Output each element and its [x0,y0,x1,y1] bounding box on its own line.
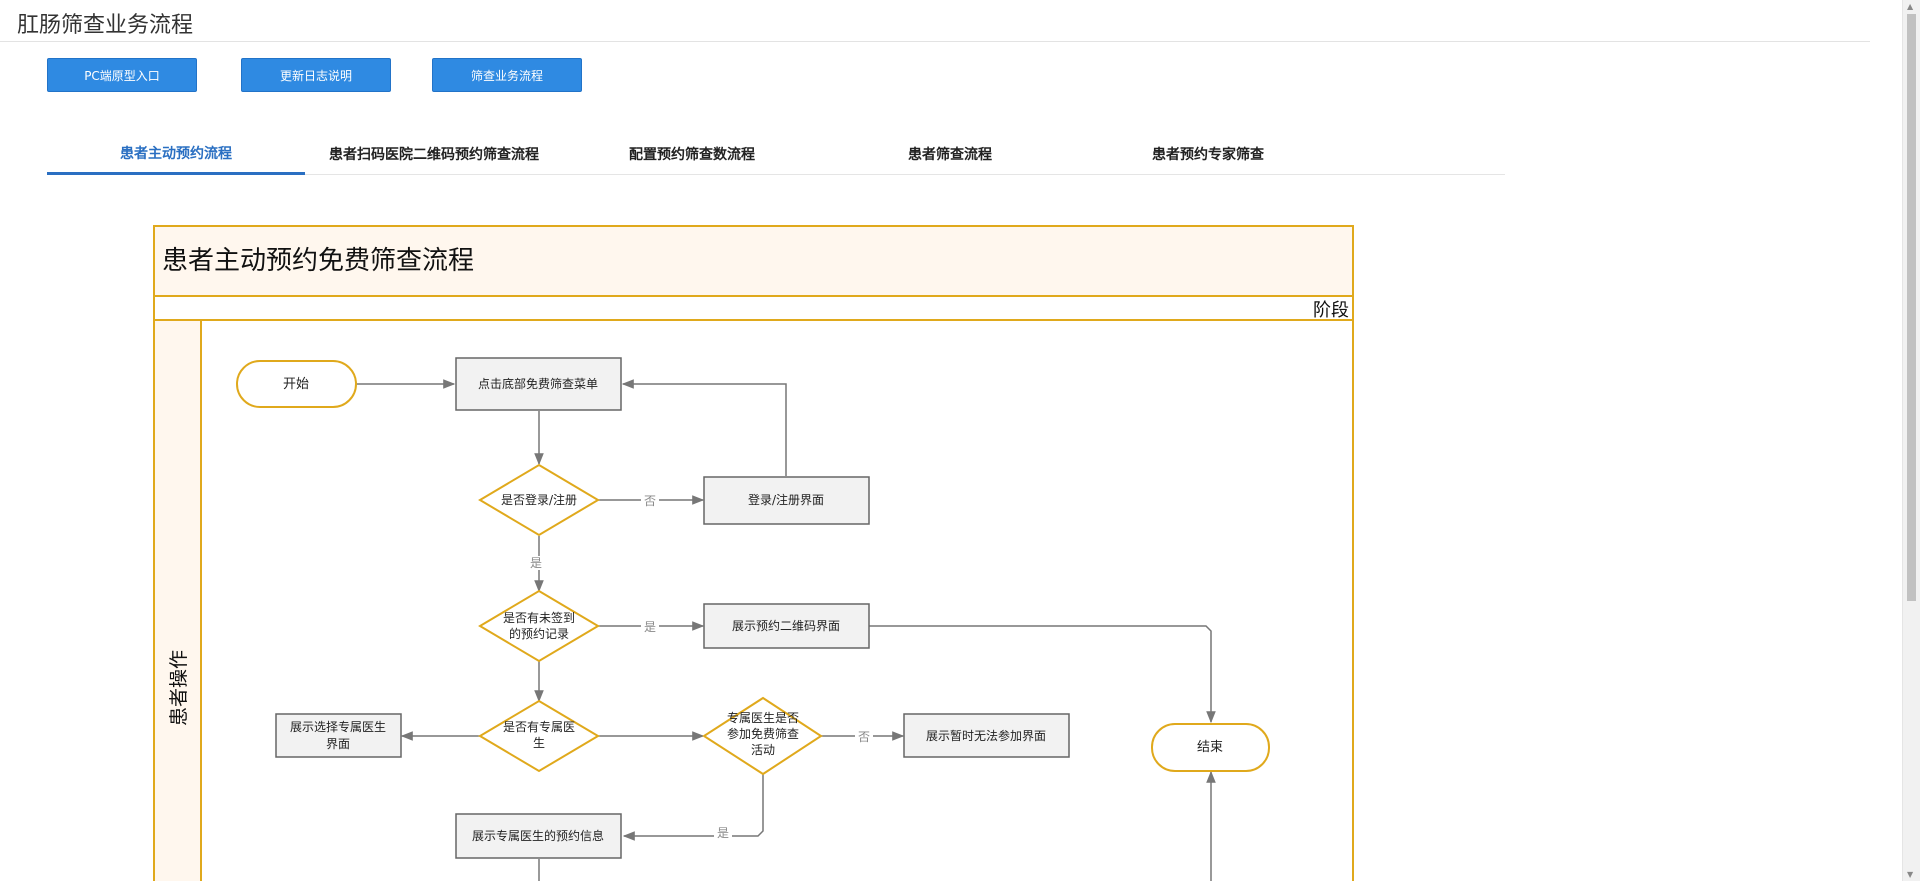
vertical-scrollbar[interactable]: ▲ ▼ [1902,0,1920,881]
scroll-up-icon[interactable]: ▲ [1907,2,1914,11]
edge-label-yes-1: 是 [530,556,542,570]
node-unsigned-line1: 是否有未签到 [503,610,575,625]
node-unsigned-line2: 的预约记录 [509,626,569,641]
node-start-label: 开始 [283,377,309,392]
edge-label-yes-2: 是 [644,620,656,634]
node-cannot-join: 展示暂时无法参加界面 [903,713,1070,758]
edge-label-yes-3: 是 [717,826,729,840]
node-show-qr: 展示预约二维码界面 [703,603,870,649]
node-start: 开始 [236,360,357,408]
scroll-down-icon[interactable]: ▼ [1907,870,1914,879]
edge-label-no-2: 否 [858,730,870,744]
node-end-label: 结束 [1197,740,1223,755]
scroll-thumb[interactable] [1907,14,1916,601]
tab-patient-appointment[interactable]: 患者主动预约流程 [47,134,305,175]
tab-config-count[interactable]: 配置预约筛查数流程 [629,147,755,163]
node-choose-doctor-line2: 界面 [326,737,350,751]
node-doctor-joined: 专属医生是否 参加免费筛查 活动 [702,696,823,776]
node-choose-doctor: 展示选择专属医生 界面 [275,713,402,758]
node-joined-line2: 参加免费筛查 [727,726,799,741]
node-joined-line3: 活动 [751,743,775,757]
lane-label: 患者操作 [168,650,190,726]
page-header: 肛肠筛查业务流程 [0,0,1870,42]
node-login-page-label: 登录/注册界面 [748,492,824,507]
edge-qr-to-end [869,625,1216,724]
node-click-menu-label: 点击底部免费筛查菜单 [478,376,598,391]
tab-patient-screening[interactable]: 患者筛查流程 [908,147,992,163]
node-doctor-check: 是否有专属医 生 [478,699,600,773]
node-choose-doctor-line1: 展示选择专属医生 [290,719,386,734]
phase-band [153,295,1354,321]
node-doctor-info: 展示专属医生的预约信息 [455,813,622,859]
node-doctor-line2: 生 [533,736,545,750]
phase-label: 阶段 [1313,300,1349,321]
edge-login-back [621,379,787,476]
edge-joined-yes [622,772,764,841]
flow-tabs: 患者主动预约流程 患者扫码医院二维码预约筛查流程 配置预约筛查数流程 患者筛查流… [47,134,1505,175]
node-login-check: 是否登录/注册 [478,463,600,537]
tab-expert-screening[interactable]: 患者预约专家筛查 [1152,147,1264,163]
screening-flow-button[interactable]: 筛查业务流程 [432,58,582,92]
changelog-button[interactable]: 更新日志说明 [241,58,391,92]
node-doctor-line1: 是否有专属医 [503,719,575,734]
diagram-title: 患者主动预约免费筛查流程 [162,246,474,276]
node-joined-line1: 专属医生是否 [727,710,799,725]
lane-header [153,319,202,881]
node-doctor-info-label: 展示专属医生的预约信息 [472,828,604,843]
node-unsigned-check: 是否有未签到 的预约记录 [478,589,600,663]
edge-label-no-1: 否 [644,494,656,508]
diagram-title-band [153,225,1354,297]
node-cannot-join-label: 展示暂时无法参加界面 [926,728,1046,743]
node-end: 结束 [1151,723,1270,772]
node-login-page: 登录/注册界面 [703,476,870,525]
page-title: 肛肠筛查业务流程 [17,13,194,38]
node-login-check-label: 是否登录/注册 [501,492,577,507]
tab-qr-appointment[interactable]: 患者扫码医院二维码预约筛查流程 [329,147,539,163]
pc-prototype-button[interactable]: PC端原型入口 [47,58,197,92]
node-show-qr-label: 展示预约二维码界面 [732,618,840,633]
node-click-menu: 点击底部免费筛查菜单 [455,357,622,411]
